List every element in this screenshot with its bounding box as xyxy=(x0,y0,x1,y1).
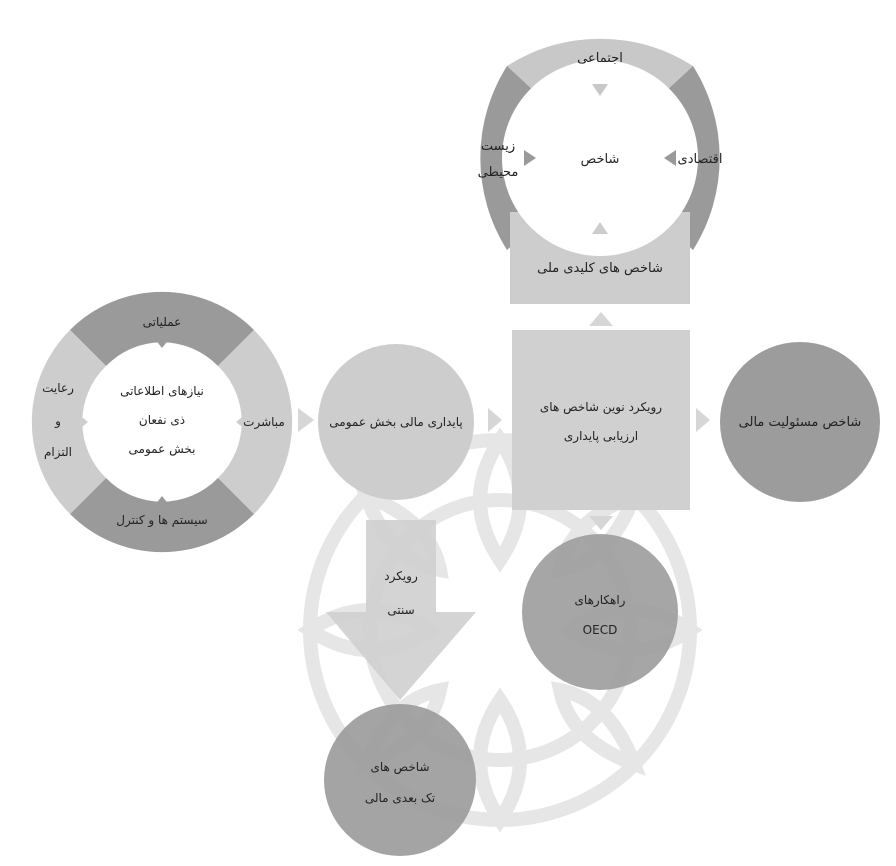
top-cycle-label-right: اقتصادی xyxy=(678,152,723,167)
top-cycle-label-bottom: شاخص های کلیدی ملی xyxy=(537,261,663,276)
left-cycle-center-line-3: بخش عمومی xyxy=(129,442,196,457)
left-cycle-label-right: مباشرت xyxy=(243,415,285,430)
left-cycle-center-line-2: ذی نفعان xyxy=(139,413,185,427)
top-cycle: شاخص اجتماعی اقتصادی زیست محیطی شاخص های… xyxy=(478,39,723,304)
top-cycle-label-left-2: محیطی xyxy=(478,165,519,180)
traditional-approach-line-1: رویکرد xyxy=(384,569,418,584)
left-cycle-center-line-1: نیازهای اطلاعاتی xyxy=(120,384,204,399)
arrow-to-public-sustainability xyxy=(298,408,314,432)
modern-approach-box xyxy=(512,330,690,510)
public-sustainability-label: پایداری مالی بخش عمومی xyxy=(329,415,462,430)
modern-approach-line-2: ارزیابی پایداری xyxy=(564,429,638,444)
top-cycle-label-top: اجتماعی xyxy=(577,51,623,66)
left-cycle-label-left-3: التزام xyxy=(44,445,72,460)
left-cycle: نیازهای اطلاعاتی ذی نفعان بخش عمومی عملی… xyxy=(32,292,292,552)
left-cycle-label-left-1: رعایت xyxy=(42,381,74,396)
modern-approach-line-1: رویکرد نوین شاخص های xyxy=(540,400,662,415)
top-cycle-center-label: شاخص xyxy=(581,152,620,167)
oecd-line-2: OECD xyxy=(583,623,618,637)
arrow-to-fiscal-responsibility xyxy=(696,408,710,432)
left-cycle-label-left-2: و xyxy=(54,414,61,429)
single-dimension-line-1: شاخص های xyxy=(370,760,429,775)
traditional-approach-line-2: سنتی xyxy=(387,603,414,617)
oecd-line-1: راهکارهای xyxy=(575,593,626,608)
single-dimension-circle xyxy=(324,704,476,856)
left-cycle-label-bottom: سیستم ها و کنترل xyxy=(116,513,208,528)
single-dimension-line-2: تک بعدی مالی xyxy=(365,791,435,805)
top-cycle-label-left-1: زیست xyxy=(481,139,515,154)
left-cycle-label-top: عملیاتی xyxy=(143,315,182,329)
oecd-circle xyxy=(522,534,678,690)
fiscal-responsibility-label: شاخص مسئولیت مالی xyxy=(739,415,862,430)
arrow-to-top-cycle xyxy=(589,312,613,326)
